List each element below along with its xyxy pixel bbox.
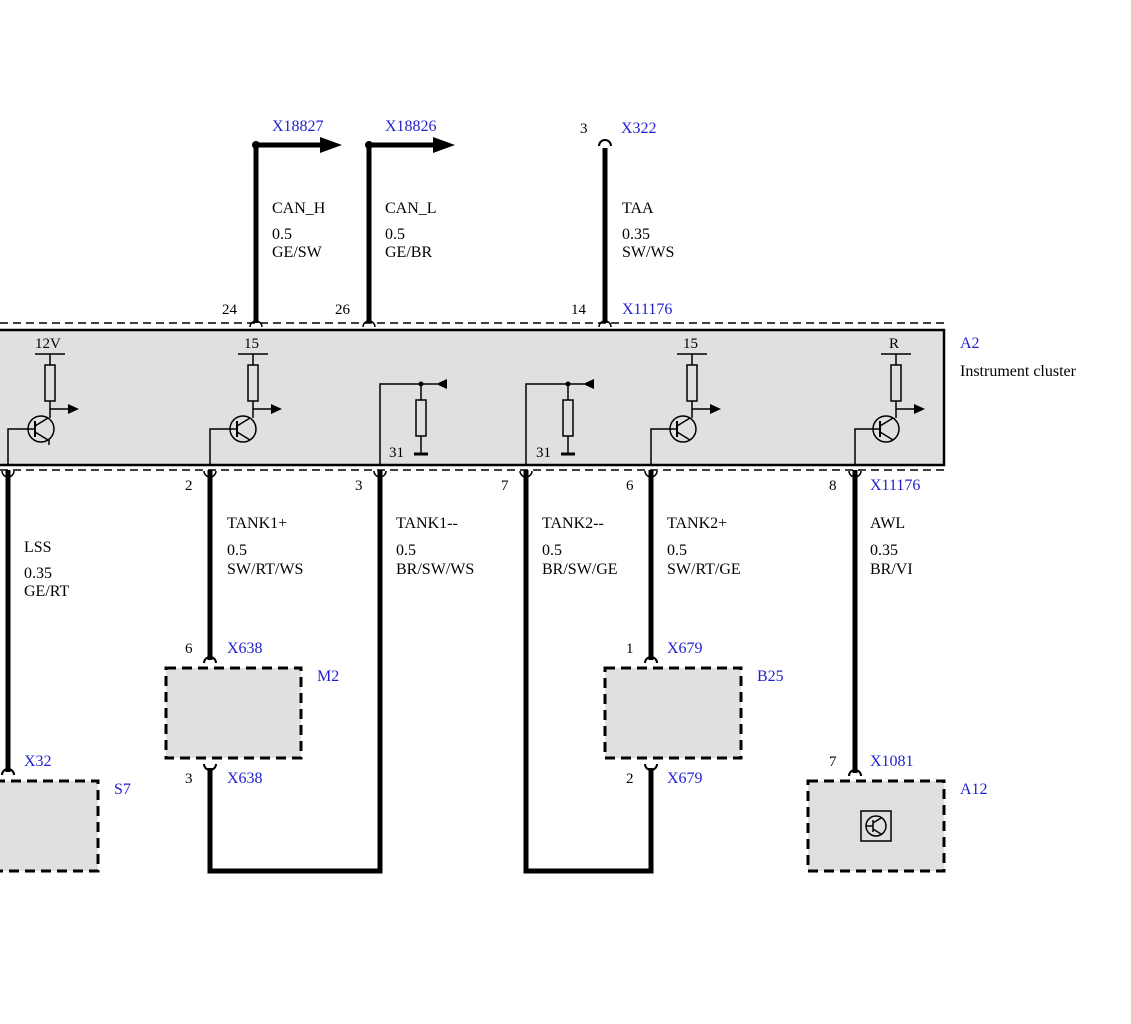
connector-x322: X322 xyxy=(621,120,657,137)
pin-3: 3 xyxy=(355,478,363,494)
pin-m2-bottom: 3 xyxy=(185,771,193,787)
component-id-b25: B25 xyxy=(757,668,784,685)
pin-24: 24 xyxy=(222,302,238,318)
gauge-tank1-plus: 0.5 xyxy=(227,542,247,559)
signal-tank2-minus: TANK2-- xyxy=(542,515,604,532)
ground-label-31-b: 31 xyxy=(536,445,551,461)
signal-can-h: CAN_H xyxy=(272,200,326,217)
color-can-h: GE/SW xyxy=(272,244,323,261)
tank2-plus-wire xyxy=(644,470,658,664)
instrument-cluster-module xyxy=(0,320,946,471)
pin-2: 2 xyxy=(185,478,193,494)
component-s7 xyxy=(0,779,100,873)
signal-tank1-minus: TANK1-- xyxy=(396,515,458,532)
module-id-a2: A2 xyxy=(960,335,980,352)
color-lss: GE/RT xyxy=(24,583,69,600)
component-b25 xyxy=(603,666,743,760)
pin-14: 14 xyxy=(571,302,587,318)
ground-label-31-a: 31 xyxy=(389,445,404,461)
transistor-icon xyxy=(860,810,892,842)
pin-b25-top: 1 xyxy=(626,641,634,657)
signal-tank1-plus: TANK1+ xyxy=(227,515,287,532)
pin-a12-top: 7 xyxy=(829,754,837,770)
module-name: Instrument cluster xyxy=(960,363,1077,380)
component-id-s7: S7 xyxy=(114,781,131,798)
connector-x11176-bottom: X11176 xyxy=(870,477,920,494)
taa-wire xyxy=(598,139,612,323)
gauge-lss: 0.35 xyxy=(24,565,52,582)
connector-x11176-top: X11176 xyxy=(622,301,672,318)
gauge-can-l: 0.5 xyxy=(385,226,405,243)
connector-x1081: X1081 xyxy=(870,753,914,770)
connector-x638-bottom: X638 xyxy=(227,770,263,787)
component-id-m2: M2 xyxy=(317,668,339,685)
pin-m2-top: 6 xyxy=(185,641,193,657)
tank1-plus-wire xyxy=(203,470,217,664)
signal-tank2-plus: TANK2+ xyxy=(667,515,727,532)
gauge-tank2-minus: 0.5 xyxy=(542,542,562,559)
pin-26: 26 xyxy=(335,302,351,318)
tank2-loop-wire xyxy=(519,470,658,874)
color-taa: SW/WS xyxy=(622,244,674,261)
pin-7: 7 xyxy=(501,478,509,494)
connector-x638-top: X638 xyxy=(227,640,263,657)
color-tank2-plus: SW/RT/GE xyxy=(667,561,741,578)
color-tank1-minus: BR/SW/WS xyxy=(396,561,474,578)
supply-label-15-b: 15 xyxy=(683,336,698,352)
gauge-tank1-minus: 0.5 xyxy=(396,542,416,559)
signal-taa: TAA xyxy=(622,200,654,217)
component-m2 xyxy=(164,666,303,760)
connector-x32: X32 xyxy=(24,753,52,770)
gauge-taa: 0.35 xyxy=(622,226,650,243)
color-tank1-plus: SW/RT/WS xyxy=(227,561,303,578)
connector-x679-bottom: X679 xyxy=(667,770,703,787)
color-can-l: GE/BR xyxy=(385,244,432,261)
supply-label-r: R xyxy=(889,336,899,352)
can-h-wire xyxy=(252,137,342,323)
connector-x18826: X18826 xyxy=(385,118,437,135)
connector-x679-top: X679 xyxy=(667,640,703,657)
tank1-loop-wire xyxy=(203,470,387,874)
supply-label-12v: 12V xyxy=(35,336,61,352)
pin-8: 8 xyxy=(829,478,837,494)
pin-6: 6 xyxy=(626,478,634,494)
component-id-a12: A12 xyxy=(960,781,988,798)
supply-label-15-a: 15 xyxy=(244,336,259,352)
color-tank2-minus: BR/SW/GE xyxy=(542,561,618,578)
connector-x18827: X18827 xyxy=(272,118,324,135)
gauge-awl: 0.35 xyxy=(870,542,898,559)
can-l-wire xyxy=(365,137,455,323)
pin-x322: 3 xyxy=(580,121,588,137)
awl-wire xyxy=(848,470,862,777)
color-awl: BR/VI xyxy=(870,561,913,578)
gauge-tank2-plus: 0.5 xyxy=(667,542,687,559)
signal-lss: LSS xyxy=(24,539,52,556)
signal-awl: AWL xyxy=(870,515,905,532)
lss-wire xyxy=(1,470,15,776)
signal-can-l: CAN_L xyxy=(385,200,437,217)
gauge-can-h: 0.5 xyxy=(272,226,292,243)
pin-b25-bottom: 2 xyxy=(626,771,634,787)
